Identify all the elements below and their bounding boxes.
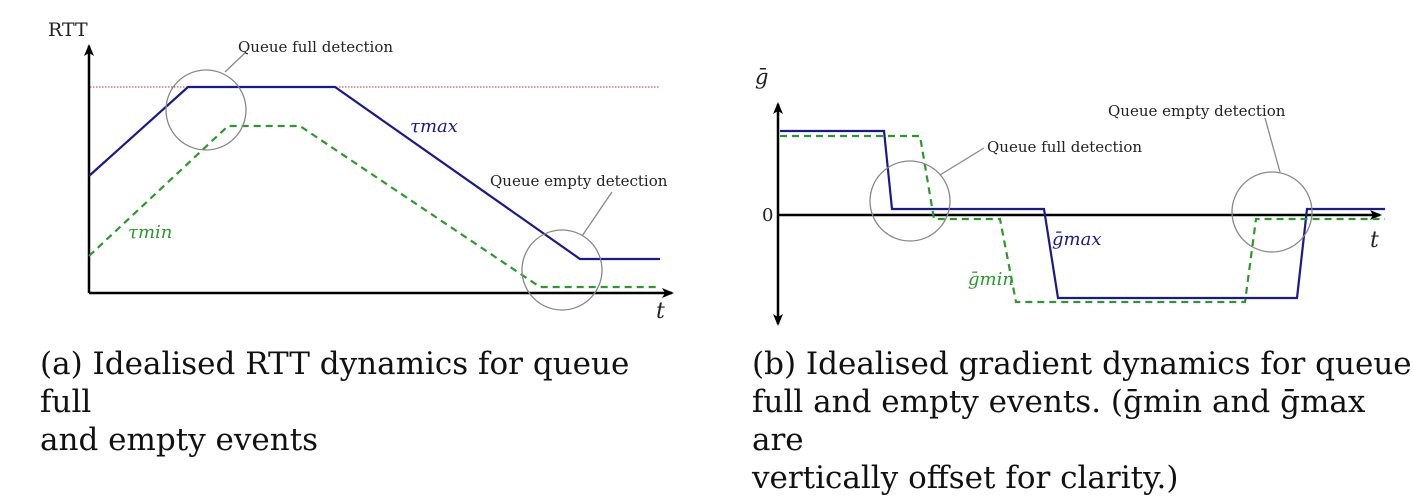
- tau-max-line: [88, 85, 660, 261]
- g-queue-full-circle: [869, 160, 951, 242]
- g-min-line: [780, 134, 1385, 304]
- caption-b: (b) Idealised gradient dynamics for queu…: [752, 345, 1412, 497]
- rtt-y-axis-label: RTT: [48, 19, 88, 41]
- queue-full-circle: [165, 69, 247, 151]
- caption-b-line3: vertically offset for clarity.): [752, 460, 1179, 496]
- caption-b-line1: (b) Idealised gradient dynamics for queu…: [752, 346, 1412, 382]
- g-max-line: [780, 129, 1385, 300]
- queue-empty-circle: [521, 229, 603, 311]
- gradient-y-axis-label: ḡ: [755, 65, 768, 89]
- gradient-diagram: ḡ 0 t Queue full detection Queue empty d…: [755, 65, 1385, 326]
- queue-empty-pointer: [581, 191, 613, 237]
- rtt-queue-full-label: Queue full detection: [238, 38, 393, 56]
- caption-a: (a) Idealised RTT dynamics for queue ful…: [40, 345, 690, 459]
- panel-gradient-dynamics: ḡ 0 t Queue full detection Queue empty d…: [740, 0, 1413, 496]
- gradient-x-axis-label: t: [1370, 228, 1379, 253]
- g-queue-full-pointer: [939, 147, 985, 176]
- caption-b-line2: full and empty events. (ḡmin and ḡmax ar…: [752, 384, 1366, 458]
- tau-max-label: τmax: [410, 116, 458, 137]
- g-min-label: ḡmin: [968, 269, 1014, 290]
- g-queue-full-label: Queue full detection: [987, 138, 1142, 156]
- tau-min-label: τmin: [128, 222, 172, 243]
- gradient-zero-label: 0: [762, 205, 773, 226]
- g-queue-empty-circle: [1231, 171, 1313, 253]
- rtt-queue-empty-label: Queue empty detection: [490, 172, 668, 190]
- tau-min-line: [88, 124, 660, 289]
- caption-a-line2: and empty events: [40, 422, 319, 458]
- queue-full-pointer: [224, 51, 247, 73]
- rtt-diagram: RTT t Queue full detection Queue empty d…: [48, 19, 674, 324]
- rtt-x-axis-label: t: [656, 299, 665, 324]
- g-max-label: ḡmax: [1052, 229, 1101, 250]
- g-queue-empty-label: Queue empty detection: [1108, 102, 1286, 120]
- g-queue-empty-pointer: [1264, 117, 1281, 173]
- panel-rtt-dynamics: RTT t Queue full detection Queue empty d…: [0, 0, 700, 485]
- caption-a-line1: (a) Idealised RTT dynamics for queue ful…: [40, 346, 630, 420]
